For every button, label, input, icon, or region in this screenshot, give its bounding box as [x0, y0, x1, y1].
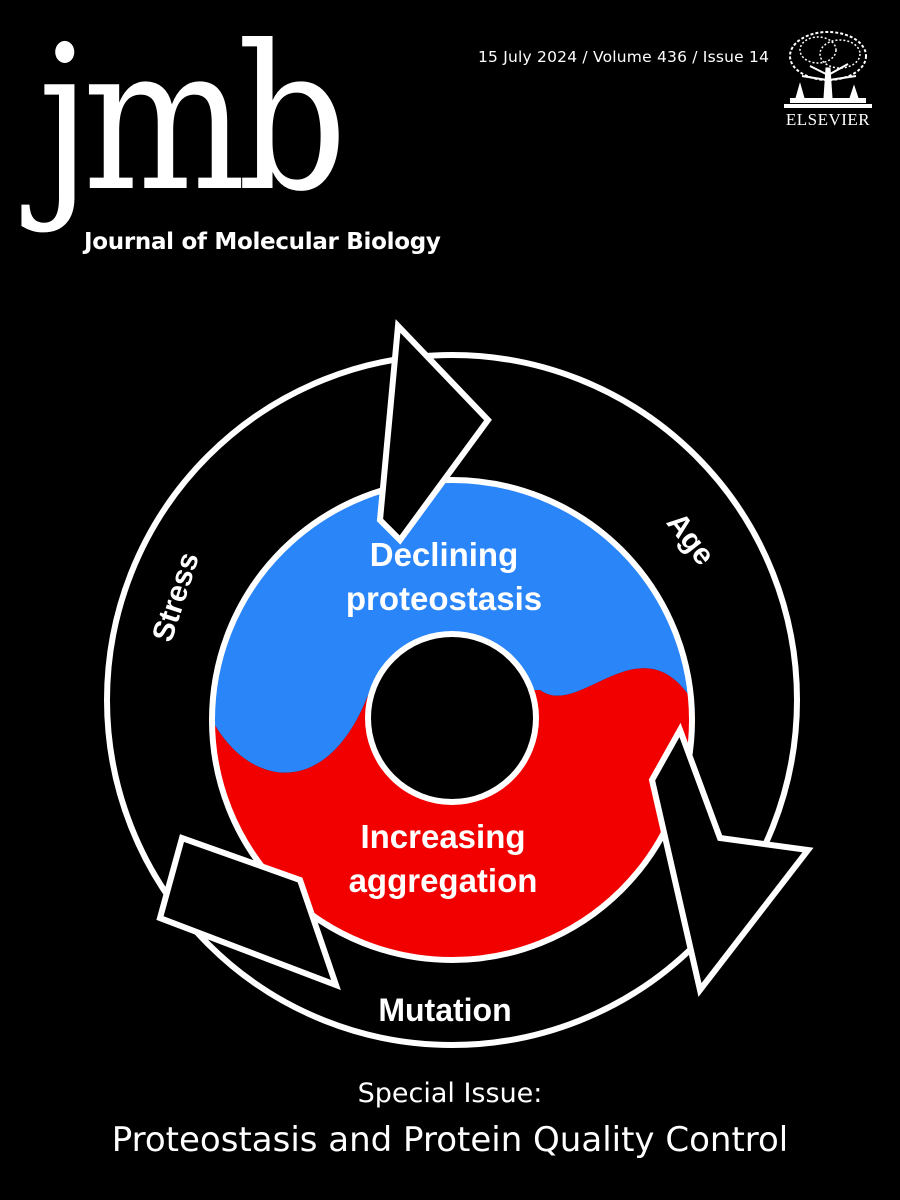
- inner-top-line-1: Declining: [370, 536, 519, 573]
- arrowhead-left: [156, 834, 341, 991]
- elsevier-tree-icon: [784, 31, 872, 108]
- journal-name: Journal of Molecular Biology: [84, 229, 441, 255]
- special-issue-label: Special Issue:: [357, 1078, 543, 1109]
- journal-masthead: jmb: [38, 3, 347, 236]
- arrowhead-top: [376, 319, 492, 545]
- issue-date-volume: 15 July 2024 / Volume 436 / Issue 14: [478, 48, 770, 66]
- inner-top-line-2: proteostasis: [346, 580, 542, 617]
- declining-proteostasis-segment: [212, 480, 692, 773]
- publisher-name: ELSEVIER: [785, 110, 871, 129]
- inner-bottom-line-1: Increasing: [360, 818, 525, 855]
- special-issue-title: Proteostasis and Protein Quality Control: [111, 1120, 789, 1160]
- inner-donut: [209, 477, 695, 963]
- cycle-label-mutation: Mutation: [378, 992, 511, 1028]
- inner-bottom-line-2: aggregation: [349, 862, 538, 899]
- donut-hole: [365, 631, 539, 805]
- arrowhead-right: [648, 722, 814, 997]
- proteostasis-cycle-diagram: Declining proteostasis Increasing aggreg…: [104, 319, 814, 1048]
- increasing-aggregation-segment: [212, 668, 692, 960]
